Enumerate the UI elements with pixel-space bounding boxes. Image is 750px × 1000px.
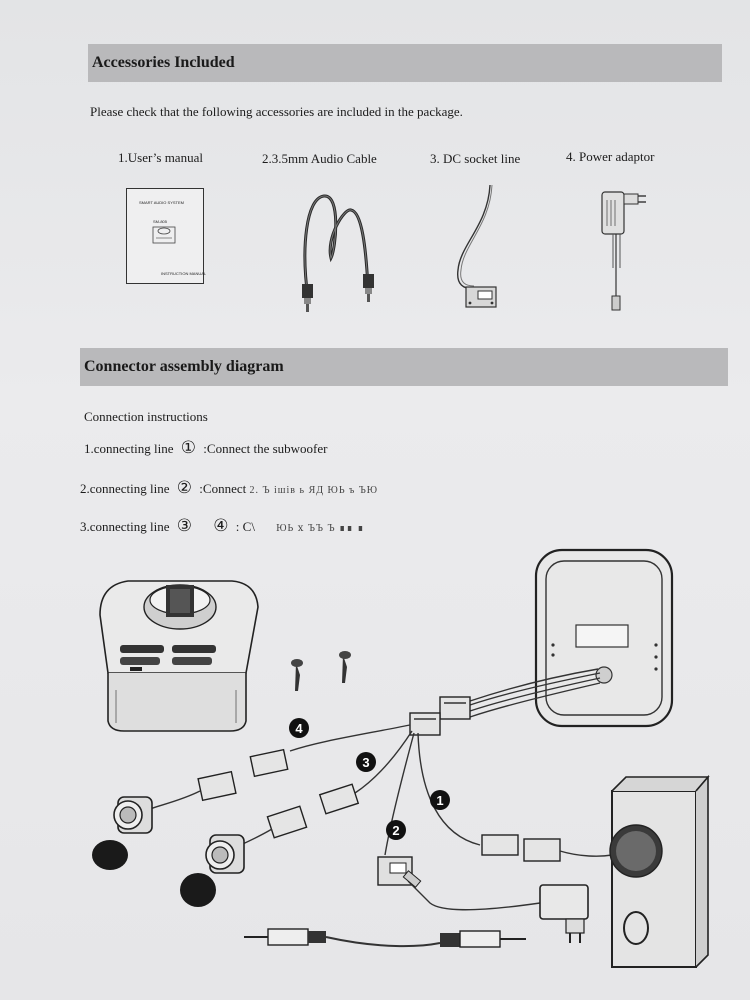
connecting-line-3-text: : С\ — [235, 519, 255, 534]
diagram-power-adaptor — [539, 884, 589, 943]
connector-title: Connector assembly diagram — [84, 358, 284, 375]
manual-cover-title: SMART AUDIO SYSTEM — [139, 200, 184, 205]
accessory-label-dc-socket: 3. DC socket line — [430, 151, 521, 166]
connecting-line-1-mark: ① — [180, 438, 197, 457]
accessories-title: Accessories Included — [92, 54, 235, 71]
connector-header: Connector assembly diagram — [80, 348, 728, 386]
callout-3: 3 — [362, 755, 369, 770]
connecting-line-3-prefix: 3.connecting line — [80, 519, 170, 534]
control-panel-illustration — [534, 548, 674, 728]
main-unit-illustration — [99, 580, 259, 732]
connecting-line-3-mark2: ④ — [213, 516, 229, 535]
callout-2: 2 — [392, 823, 399, 838]
connection-instructions-heading: Connection instructions — [84, 409, 208, 424]
accessory-label-power-adaptor: 4. Power adaptor — [566, 149, 655, 164]
subwoofer-illustration — [609, 774, 710, 968]
connecting-line-3: 3.connecting line ③ ④ : С\ ЮЬ ⅹ ЪЪ Ъ ∎∎ … — [80, 516, 365, 536]
manual-device-sketch — [152, 226, 176, 244]
callout-4: 4 — [295, 721, 303, 736]
audio-cable-illustration — [302, 194, 374, 312]
connecting-line-2-mark: ② — [176, 478, 193, 497]
connecting-line-1-text: :Connect the subwoofer — [203, 441, 328, 456]
connecting-line-3-garbled: ЮЬ ⅹ ЪЪ Ъ ∎∎ ∎ — [276, 523, 365, 534]
connecting-line-1: 1.connecting line ① :Connect the subwoof… — [84, 438, 327, 458]
accessories-header: Accessories Included — [88, 44, 722, 82]
connecting-line-3-mark: ③ — [176, 516, 193, 535]
accessory-label-audio-cable: 2.3.5mm Audio Cable — [262, 151, 377, 166]
manual-cover-subtitle: INSTRUCTION MANUAL — [161, 271, 207, 276]
users-manual-illustration: SMART AUDIO SYSTEM SM-805 INSTRUCTION MA… — [126, 188, 207, 284]
accessory-label-manual: 1.User’s manual — [118, 150, 203, 165]
line-3-connectors — [231, 783, 360, 850]
manual-cover-model: SM-805 — [153, 219, 168, 224]
power-adaptor-illustration — [601, 191, 646, 311]
callout-markers — [289, 718, 450, 840]
connector-assembly-diagram: 4 3 2 1 — [92, 548, 710, 968]
connecting-line-2-prefix: 2.connecting line — [80, 481, 170, 496]
callout-1: 1 — [436, 793, 443, 808]
accessories-intro: Please check that the following accessor… — [90, 104, 463, 119]
speaker-2-illustration — [180, 834, 245, 907]
screws-illustration — [291, 651, 351, 691]
dc-socket-line-illustration — [457, 184, 497, 308]
connecting-line-2-text: :Connect — [199, 481, 247, 496]
connecting-line-2: 2.connecting line ② :Connect 2. Ъ ішів ь… — [80, 478, 378, 498]
wire-harness — [289, 668, 601, 856]
line-4-connectors — [149, 748, 289, 810]
connecting-line-1-prefix: 1.connecting line — [84, 441, 174, 456]
line-1-connectors — [481, 834, 613, 862]
diagram-audio-cable — [244, 928, 526, 948]
speaker-1-illustration — [92, 796, 153, 870]
connecting-line-2-garbled: 2. Ъ ішів ь ЯД ЮЬ ъ ЪЮ — [249, 485, 379, 496]
dc-socket-illustration — [377, 856, 541, 911]
